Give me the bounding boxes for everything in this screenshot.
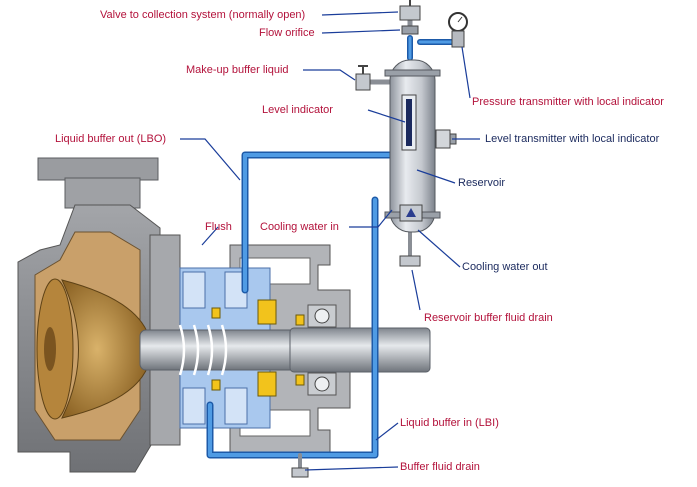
label-level-transmitter: Level transmitter with local indicator (485, 133, 660, 145)
label-valve-collection: Valve to collection system (normally ope… (100, 9, 306, 21)
label-flush: Flush (205, 221, 232, 233)
buffer-piping (206, 7, 458, 472)
bearings (295, 304, 337, 396)
instruments (291, 0, 468, 478)
label-level-indicator: Level indicator (262, 104, 333, 116)
label-flow-orifice: Flow orifice (259, 27, 315, 39)
label-buffer-drain: Buffer fluid drain (400, 461, 480, 473)
label-makeup-buffer: Make-up buffer liquid (186, 64, 289, 76)
leader-lines (180, 11, 480, 471)
label-lbo: Liquid buffer out (LBO) (55, 133, 167, 145)
impeller (36, 278, 151, 420)
label-reservoir: Reservoir (458, 177, 506, 189)
reservoir-vessel (384, 59, 441, 233)
label-lbi: Liquid buffer in (LBI) (400, 417, 499, 429)
label-cooling-in: Cooling water in (260, 221, 339, 233)
label-pressure-transmitter: Pressure transmitter with local indicato… (472, 96, 664, 108)
pump-shaft (139, 324, 431, 376)
label-cooling-out: Cooling water out (462, 261, 548, 273)
label-reservoir-drain: Reservoir buffer fluid drain (424, 312, 553, 324)
